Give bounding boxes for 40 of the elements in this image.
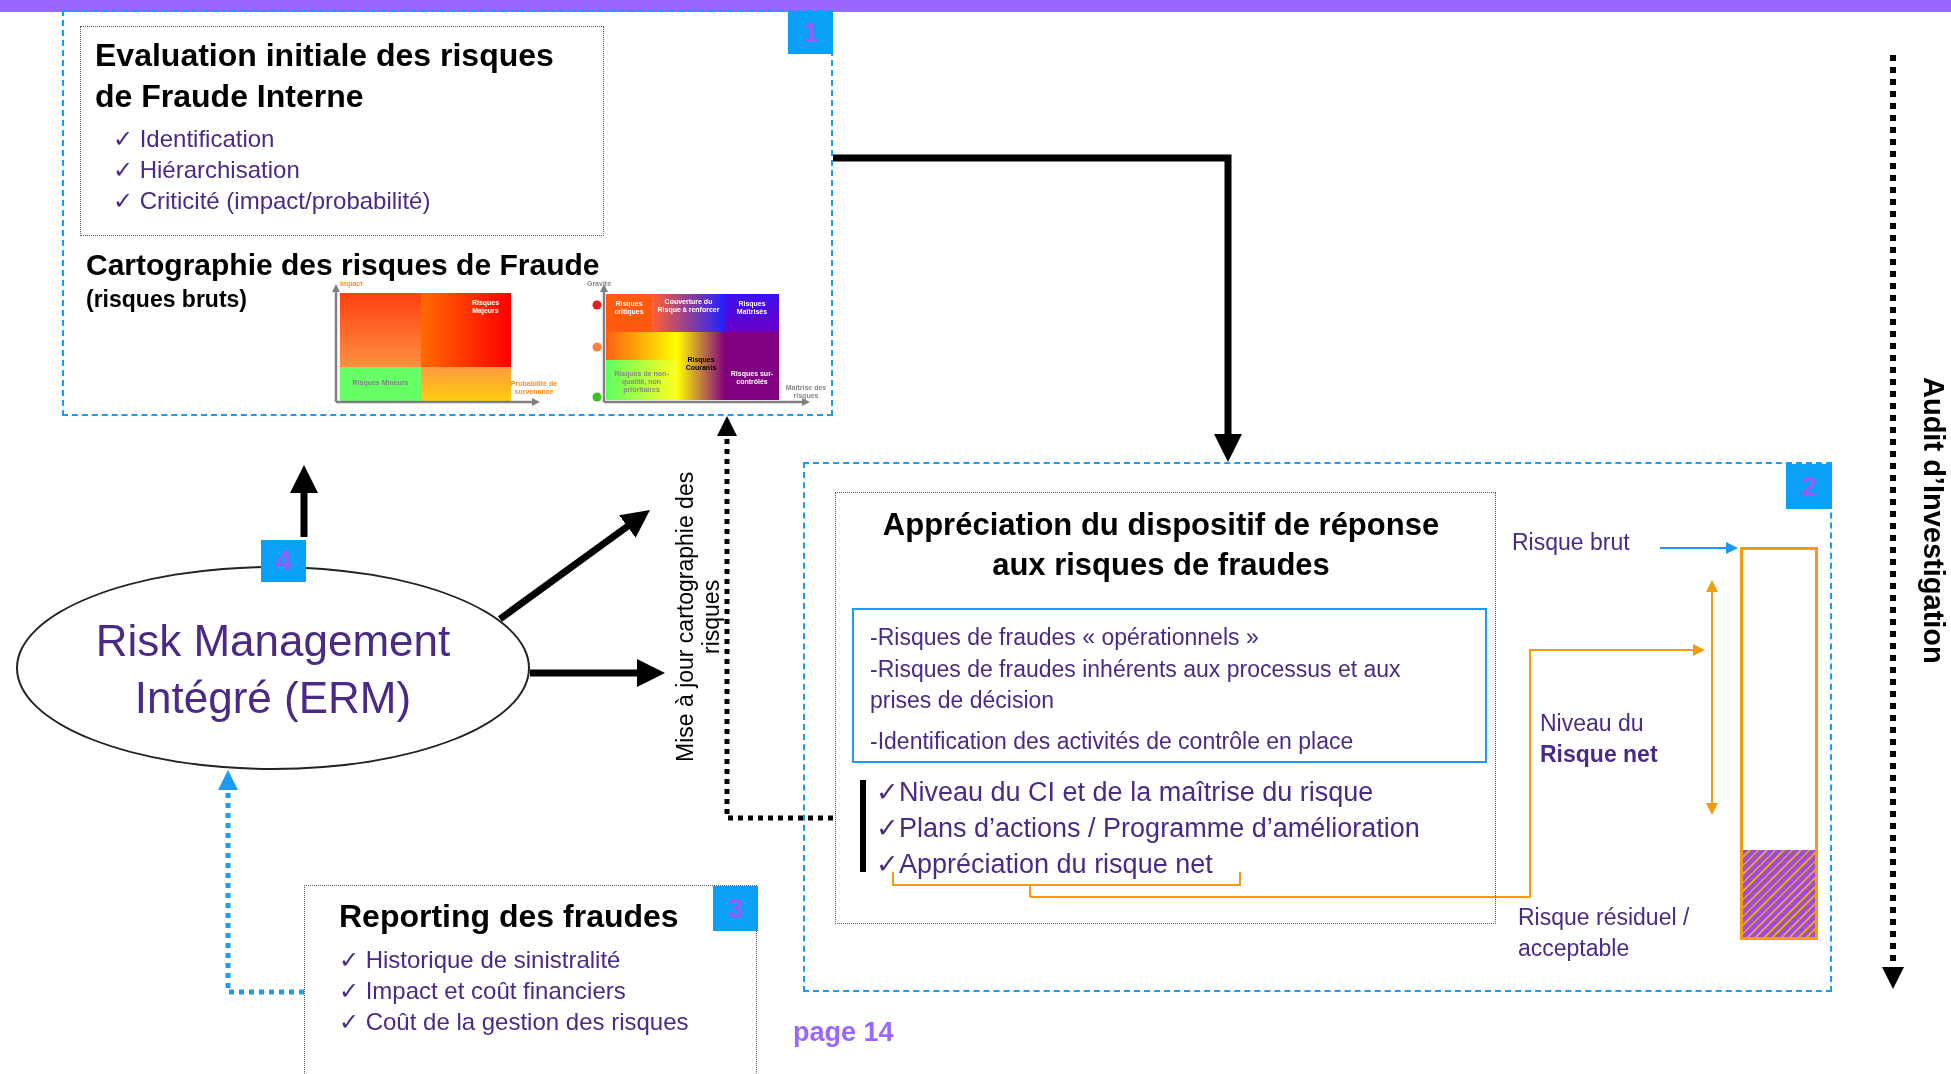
list-item: -Risques de fraudes inhérents aux processus et aux prises de décision [870,655,1402,715]
checklist-item: ✓Appréciation du risque net [876,848,1213,881]
checklist-item: ✓ Identification [113,124,275,154]
checklist-item: ✓ Impact et coût financiers [339,976,626,1006]
step-number-badge: 3 [713,886,758,931]
checklist-item: ✓ Coût de la gestion des risques [339,1007,689,1037]
box-heading: Reporting des fraudes [339,897,680,936]
edge-label: Mise à jour cartographie des risques [672,470,725,765]
checklist-item: ✓ Hiérarchisation [113,155,300,185]
list-item: -Risques de fraudes « opérationnels » [870,623,1260,652]
checklist-item: ✓Niveau du CI et de la maîtrise du risque [876,776,1374,809]
scale-label: Risque résiduel / acceptable [1518,903,1691,963]
arrow [1029,644,1705,898]
dashed-group-frame [803,462,1832,992]
dotted-arrow [717,416,833,821]
dashed-group-frame [62,10,833,416]
box-heading: Evaluation initiale des risques de Fraude Interne [95,36,555,116]
process-box [304,885,757,1074]
step-number-badge: 2 [1786,464,1832,509]
ellipse-label: Risk Management Intégré (ERM) [94,615,452,725]
page-number: page 14 [793,1017,894,1048]
arrow [497,510,650,622]
section-heading: Cartographie des risques de Fraude [86,248,600,281]
section-subheading: (risques bruts) [86,286,248,313]
vertical-label: Audit d’Investigation [1917,375,1950,666]
process-box [80,26,604,236]
list-item: -Identification des activités de contrôle en place [870,727,1355,756]
box-heading: Appréciation du dispositif de réponse aux risques de fraudes [881,506,1441,585]
scale-label: Risque brut [1512,529,1630,556]
checklist-item: ✓Plans d’actions / Programme d’amélioration [876,812,1420,845]
scale-label: Niveau du Risque net [1540,709,1659,769]
list-box [852,608,1487,763]
step-number-badge: 1 [788,12,833,54]
checklist-item: ✓ Historique de sinistralité [339,945,621,975]
arrow [1659,542,1738,554]
dotted-arrow [218,770,304,995]
checklist-item: ✓ Criticité (impact/probabilité) [113,186,431,216]
step-number-badge: 4 [261,540,306,582]
process-box [835,492,1496,924]
risk-level-bar [1740,547,1818,940]
